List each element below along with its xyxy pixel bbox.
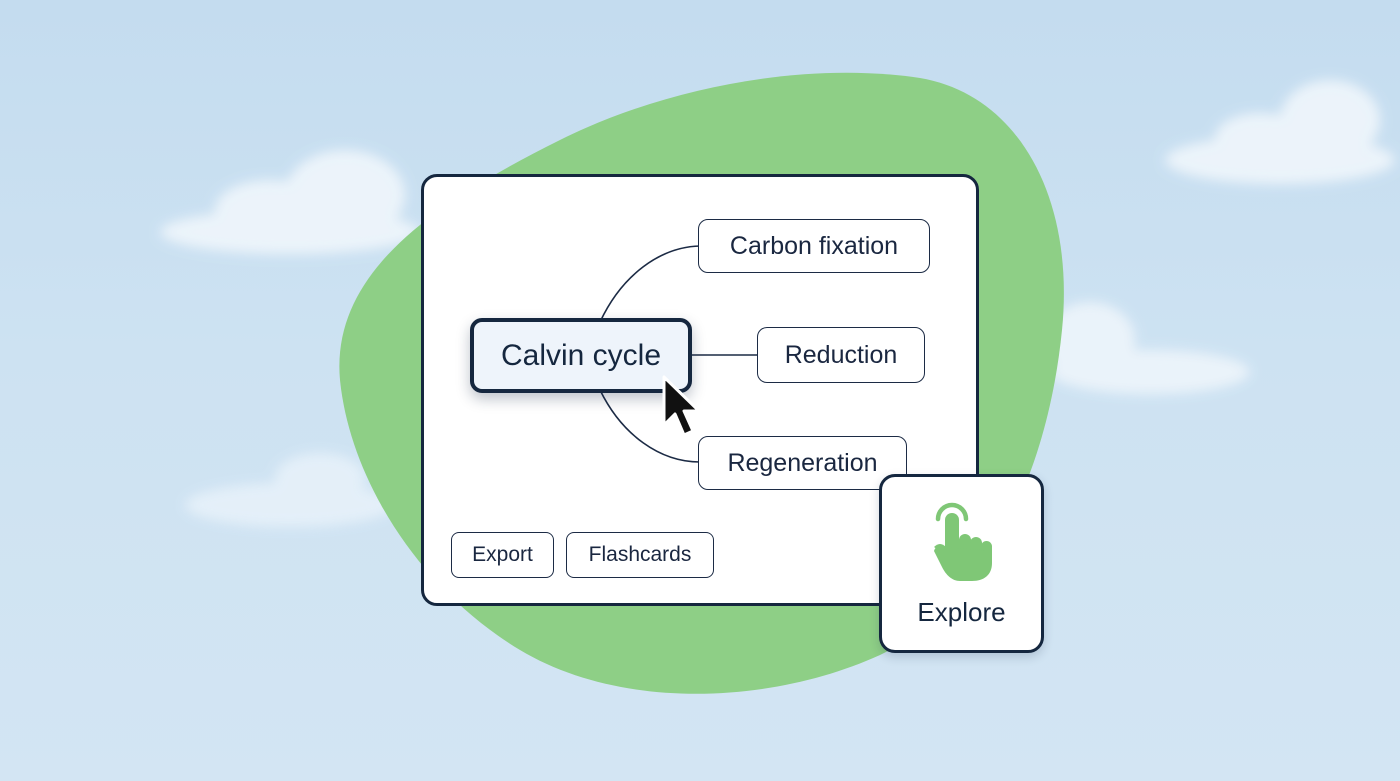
tap-hand-icon [934,502,992,581]
branch-node-regeneration[interactable]: Regeneration [698,436,907,490]
mouse-cursor-icon [662,375,701,437]
branch-node-reduction[interactable]: Reduction [757,327,925,383]
root-node[interactable]: Calvin cycle [470,318,692,393]
cloud-left [160,150,420,254]
cloud-right-top [1165,80,1395,184]
export-button[interactable]: Export [451,532,554,578]
cloud-left-low [185,453,395,527]
explore-label: Explore [917,597,1006,627]
connector-regeneration [599,389,701,463]
flashcards-button[interactable]: Flashcards [566,532,714,578]
cloud-right-mid [1045,302,1250,394]
connector-carbon-fixation [599,245,701,323]
explore-button[interactable]: Explore [879,474,1044,653]
branch-node-carbon-fixation[interactable]: Carbon fixation [698,219,930,273]
